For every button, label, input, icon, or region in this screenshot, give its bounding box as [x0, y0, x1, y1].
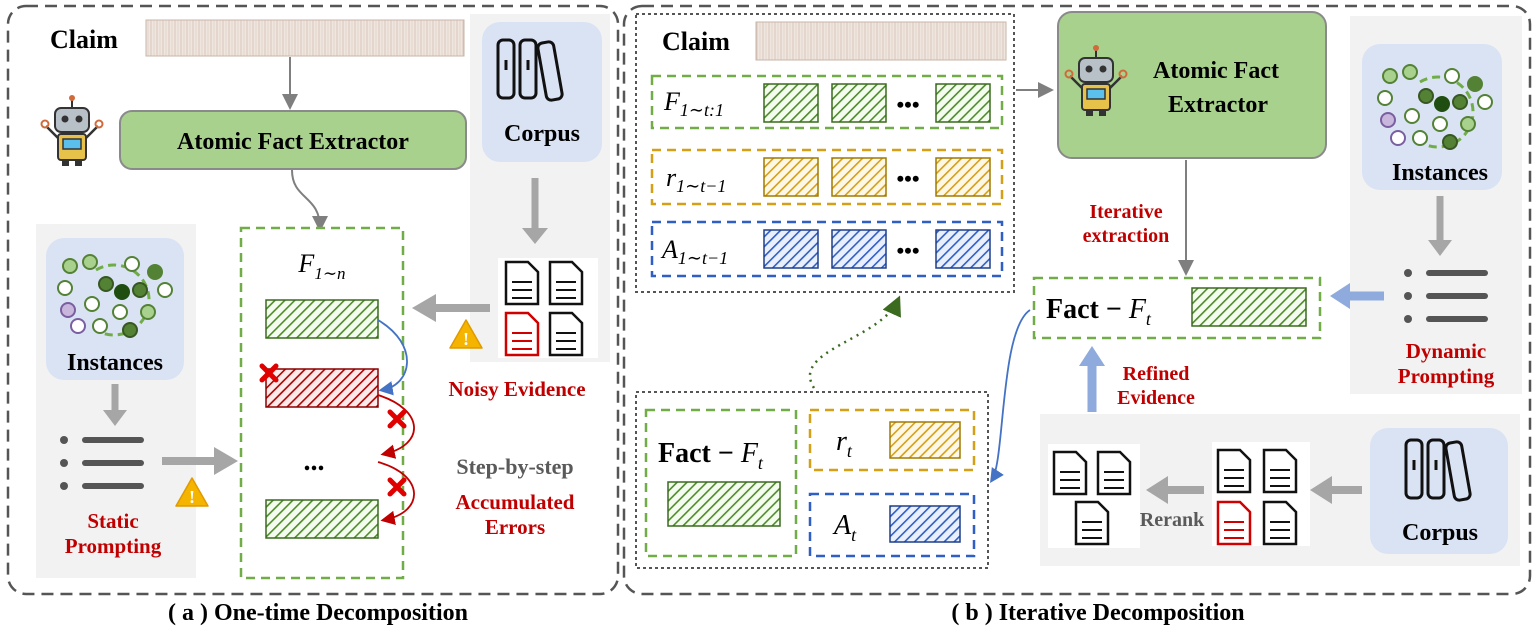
current-fact-bar: [1191, 287, 1307, 327]
prompt-list-icon: [60, 436, 144, 490]
current-fact-label: Fact − Ft: [1046, 294, 1152, 329]
panel-a-border: [6, 4, 620, 596]
f-history-label: F1∼t:1: [663, 87, 724, 120]
step-fact-bar: [667, 481, 781, 527]
r-history-label: r1∼t−1: [666, 163, 726, 196]
atomic-fact-extractor-box: [119, 110, 467, 170]
fact-bar-last: [265, 499, 379, 539]
fact-set-label: F1∼n: [297, 249, 345, 283]
prompt-list-icon: [1404, 269, 1488, 323]
at-label: At: [832, 510, 857, 545]
claim-label: Claim: [662, 27, 730, 56]
claim-bar: [145, 19, 465, 57]
row-ellipsis: •••: [896, 166, 919, 191]
claim-label: Claim: [50, 25, 118, 54]
a-history-label: A1∼t−1: [660, 235, 728, 268]
fact-ellipsis: ...: [304, 446, 325, 477]
instances-label: Instances: [67, 350, 163, 376]
svg-text:!: !: [463, 329, 469, 349]
panel-b-caption: ( b ) Iterative Decomposition: [951, 600, 1244, 626]
instances-label: Instances: [1392, 160, 1488, 186]
instances-cluster-icon: [1377, 64, 1493, 150]
instances-box: [1362, 44, 1502, 190]
corpus-label: Corpus: [504, 121, 580, 147]
robot-icon: [40, 95, 104, 166]
retrieved-docs: [1212, 442, 1310, 546]
warning-icon: !: [175, 477, 209, 507]
row-ellipsis: •••: [896, 238, 919, 263]
panel-a-caption: ( a ) One-time Decomposition: [168, 600, 468, 626]
rerank-label: Rerank: [1140, 509, 1205, 531]
fact-bar-error: [265, 368, 379, 408]
atomic-fact-extractor-box: [1057, 11, 1327, 159]
reranked-docs: [1048, 444, 1140, 548]
extractor-label: Atomic Fact Extractor: [177, 129, 409, 155]
at-bar: [889, 505, 961, 543]
error-x-icon: [259, 363, 279, 383]
corpus-label: Corpus: [1402, 520, 1478, 546]
step-by-step-label: Step-by-step: [456, 454, 573, 479]
corpus-books-icon: [1404, 438, 1472, 502]
corpus-box: [482, 22, 602, 162]
error-x-icon: [387, 409, 407, 497]
panel-b-border: [622, 4, 1532, 596]
instances-cluster-icon: [57, 254, 173, 338]
noisy-evidence-label: Noisy Evidence: [448, 377, 585, 401]
rt-label: rt: [836, 426, 853, 461]
robot-icon: [1064, 45, 1128, 116]
row-ellipsis: •••: [896, 92, 919, 117]
claim-bar: [755, 21, 1007, 61]
fact-bar-1: [265, 299, 379, 339]
warning-icon: !: [449, 319, 483, 349]
corpus-books-icon: [496, 38, 564, 102]
rt-bar: [889, 421, 961, 459]
step-fact-label: Fact − Ft: [658, 438, 764, 473]
evidence-docs: [498, 258, 598, 358]
svg-text:!: !: [189, 487, 195, 507]
